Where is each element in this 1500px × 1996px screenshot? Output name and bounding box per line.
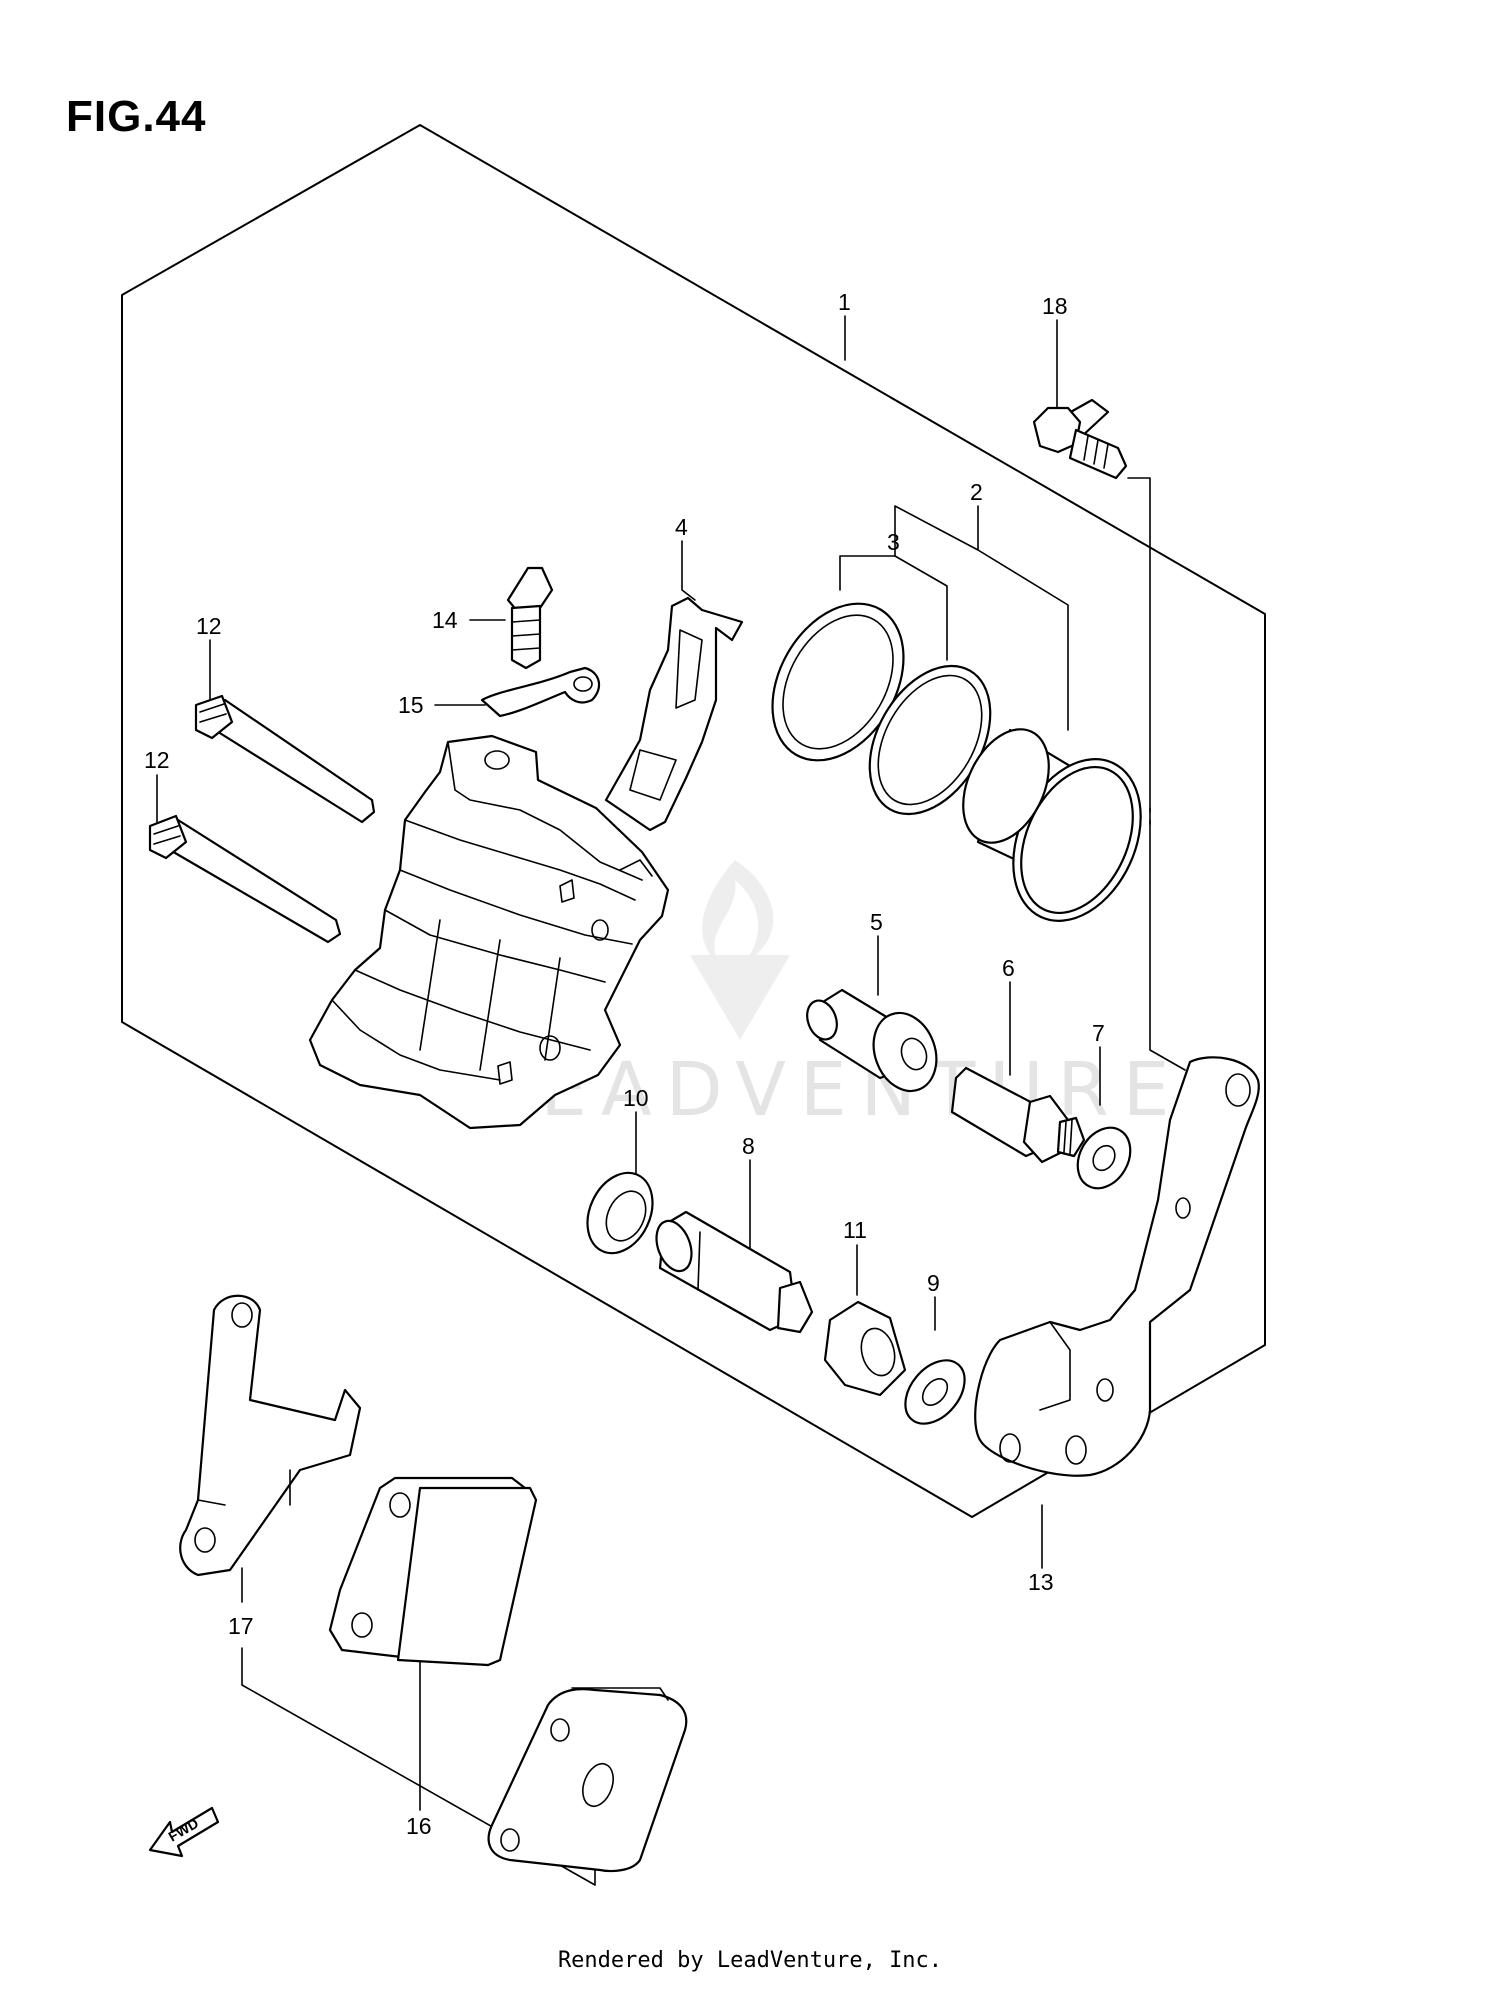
part-14-bleeder-screw: [506, 566, 554, 670]
part-2-piston: [962, 728, 1142, 922]
part-3-piston-seals: [771, 602, 992, 816]
callout-1: 1: [838, 289, 851, 315]
callout-3: 3: [887, 529, 900, 555]
part-12-slide-pins: [148, 694, 376, 944]
part-9-washer: [904, 1359, 966, 1425]
callout-12-upper: 12: [196, 613, 222, 639]
assembly-outline: [121, 124, 1266, 1518]
part-16-brake-pads: [328, 1476, 688, 1873]
part-13-caliper-bracket: [974, 1056, 1260, 1477]
callout-17: 17: [228, 1613, 254, 1639]
callout-2: 2: [970, 479, 983, 505]
callout-8: 8: [742, 1133, 755, 1159]
callout-10: 10: [623, 1085, 649, 1111]
callout-13: 13: [1028, 1569, 1054, 1595]
part-11-boot: [823, 1300, 907, 1397]
callout-9: 9: [927, 1270, 940, 1296]
callout-11: 11: [843, 1217, 867, 1243]
part-18-flange-bolt: [1032, 398, 1128, 480]
callout-4: 4: [675, 514, 688, 540]
part-6-pin-bolt: [950, 1066, 1086, 1164]
callout-16: 16: [406, 1813, 432, 1839]
figure-title: FIG.44: [66, 92, 207, 141]
callout-7: 7: [1092, 1020, 1105, 1046]
part-4-pad-spring: [604, 596, 744, 832]
callout-5: 5: [870, 909, 883, 935]
callout-18: 18: [1042, 293, 1068, 319]
part-8-slide-pin: [655, 1210, 814, 1334]
callout-numbers: 1 2 3 4 5 6 7 8 9 10 11 12 12 13 14 15 1…: [144, 289, 1105, 1839]
part-10-boot: [586, 1171, 654, 1255]
callout-15: 15: [398, 692, 424, 718]
part-7-washer: [1076, 1126, 1132, 1190]
caliper-body: [308, 734, 670, 1130]
part-17-pad-shim: [179, 1294, 362, 1577]
part-15-bleeder-cap: [480, 666, 601, 718]
callout-12-lower: 12: [144, 747, 170, 773]
callout-6: 6: [1002, 955, 1015, 981]
part-5-sleeve: [806, 988, 938, 1093]
fwd-arrow-icon: FWD: [148, 1806, 220, 1858]
render-credit: Rendered by LeadVenture, Inc.: [557, 1948, 943, 1973]
callout-14: 14: [432, 607, 458, 633]
